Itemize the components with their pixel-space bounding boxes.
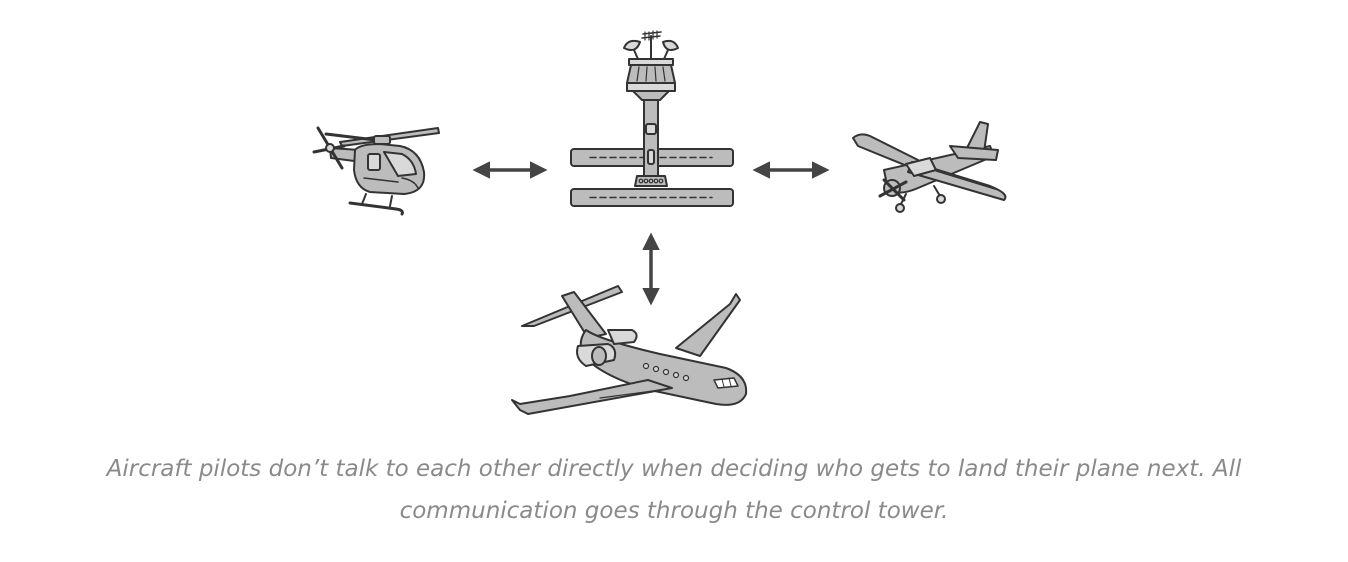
caption-line-1: Aircraft pilots don’t talk to each other…: [106, 456, 1242, 482]
mediator-figure: [312, 30, 1007, 415]
caption-line-2: communication goes through the control t…: [399, 498, 949, 524]
small-plane-icon: [852, 121, 1007, 213]
control-tower-icon: [570, 30, 734, 207]
jet-icon: [511, 285, 748, 415]
diagram-canvas: [312, 30, 1007, 415]
helicopter-icon: [312, 126, 440, 216]
figure-caption: Aircraft pilots don’t talk to each other…: [0, 448, 1348, 532]
